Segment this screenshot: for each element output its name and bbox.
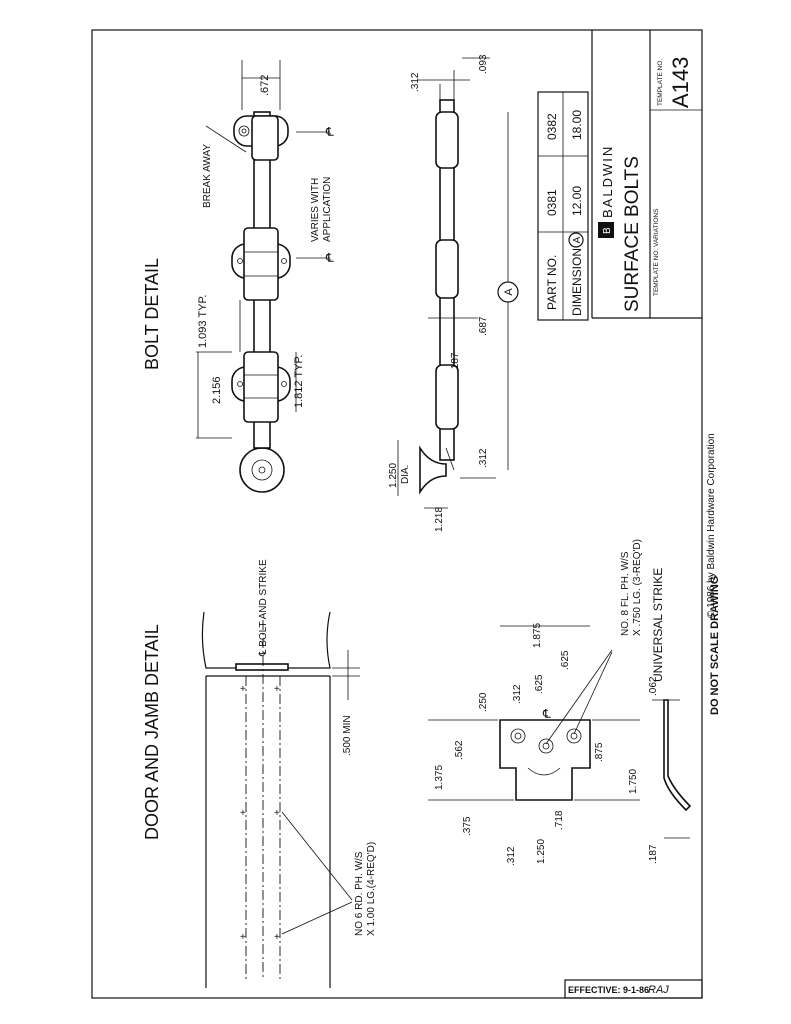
strike-dim-1375: 1.375 <box>434 765 445 790</box>
svg-text:℄: ℄ <box>325 125 334 139</box>
strike-screw-note-1: NO. 8 FL. PH. W/S <box>620 551 631 636</box>
do-not-scale-note: DO NOT SCALE DRAWING <box>709 576 721 715</box>
svg-text:+: + <box>274 684 280 695</box>
bolt-knob <box>239 447 285 493</box>
svg-text:℄: ℄ <box>325 251 334 265</box>
part-no-header: PART NO. <box>545 255 559 310</box>
strike-dim-187: .187 <box>648 844 659 864</box>
copyright-notice: © 1986 by Baldwin Hardware Corporation <box>706 433 717 618</box>
dim-1093: 1.093 TYP. <box>197 295 209 348</box>
dim-dia: DIA. <box>400 465 411 484</box>
dim-687: .687 <box>478 316 489 336</box>
door-jamb-detail: DOOR AND JAMB DETAIL ℄ BOLT AND STRIKE +… <box>142 559 377 988</box>
baldwin-logo <box>598 222 614 238</box>
dimension-header: DIMENSION <box>570 248 584 316</box>
dim-a-callout <box>497 281 519 303</box>
strike-dim-625b: .625 <box>560 650 571 670</box>
brand-name: BALDWIN <box>600 145 615 218</box>
dim-1812: 1.812 TYP. <box>293 355 305 408</box>
strike-dim-1875: 1.875 <box>532 623 543 648</box>
dim-1218: 1.218 <box>434 507 445 532</box>
strike-dim-062: .062 <box>648 676 659 696</box>
strike-dim-1750: 1.750 <box>628 769 639 794</box>
dim-2156: 2.156 <box>211 376 223 404</box>
strike-plate <box>499 719 591 801</box>
strike-dim-312a: .312 <box>512 684 523 704</box>
strike-dim-1250: 1.250 <box>536 839 547 864</box>
svg-text:+: + <box>240 808 246 819</box>
varies-note-1: VARIES WITH <box>310 178 321 242</box>
strike-screw-1 <box>510 728 526 744</box>
strike-dim-375: .375 <box>462 816 473 836</box>
svg-text:+: + <box>240 684 246 695</box>
dimension-a-marker <box>568 232 584 248</box>
part-no-0381: 0381 <box>545 189 559 216</box>
part-no-0382: 0382 <box>545 113 559 140</box>
universal-strike: UNIVERSAL STRIKE NO. 8 FL. PH. W/S X .75… <box>428 539 692 866</box>
strike-dim-875: .875 <box>594 742 605 762</box>
strike-dim-718: .718 <box>554 810 565 830</box>
door-screw-note-1: NO 6 RD. PH. W/S <box>354 851 365 936</box>
baldwin-logo-letter: B <box>602 227 613 234</box>
dim-1250-dia: 1.250 <box>388 463 399 488</box>
product-name: SURFACE BOLTS <box>622 156 643 312</box>
effective-date: EFFECTIVE: 9-1-86 <box>568 985 649 995</box>
effective-box <box>564 979 703 999</box>
strike-dim-312b: .312 <box>506 846 517 866</box>
bolt-detail-top: BOLT DETAIL 2.156 1.093 TYP. 1.812 TYP. <box>142 60 334 493</box>
effective-initials: RAJ <box>648 984 669 996</box>
strike-screw-3 <box>566 728 582 744</box>
dim-a-label: A <box>503 288 515 296</box>
strike-dim-250: .250 <box>478 692 489 712</box>
door-outline <box>205 675 331 988</box>
strike-title: UNIVERSAL STRIKE <box>651 568 665 682</box>
svg-text:℄: ℄ <box>542 707 551 721</box>
variations-label: TEMPLATE NO. VARIATIONS <box>653 208 660 296</box>
bolt-detail-title: BOLT DETAIL <box>142 258 162 370</box>
template-number: A143 <box>668 57 693 108</box>
strike-plate-profile <box>235 663 289 671</box>
sheet-border <box>91 29 703 999</box>
dim-093: .093 <box>478 54 489 74</box>
template-label: TEMPLATE NO. <box>657 59 664 106</box>
dim-672: .672 <box>259 75 271 96</box>
title-block: PART NO. DIMENSION A 0381 0382 12.00 18.… <box>537 57 693 321</box>
strike-screw-note-2: X .750 LG. (3-REQ'D) <box>632 539 643 636</box>
break-away-note: BREAK AWAY <box>202 144 213 208</box>
strike-dim-562: .562 <box>454 740 465 760</box>
svg-text:+: + <box>274 808 280 819</box>
bolt-detail-side: A .312 .093 .687 .187 .312 1.250 DIA. 1.… <box>388 54 519 532</box>
svg-text:+: + <box>274 932 280 943</box>
centerline-label: ℄ BOLT AND STRIKE <box>258 559 269 657</box>
dim-side-312b: .312 <box>478 448 489 468</box>
door-jamb-title: DOOR AND JAMB DETAIL <box>142 624 162 840</box>
dim-side-187: .187 <box>450 352 461 372</box>
strike-dim-625a: .625 <box>534 674 545 694</box>
dimension-a-label: A <box>572 236 583 243</box>
dimension-12: 12.00 <box>570 186 584 216</box>
svg-text:+: + <box>240 932 246 943</box>
varies-note-2: APPLICATION <box>322 177 333 242</box>
min-dim: .500 MIN <box>342 715 353 756</box>
dim-side-312a: .312 <box>410 72 421 92</box>
strike-side-profile <box>663 699 692 812</box>
strike-screw-2 <box>538 738 554 754</box>
door-screw-note-2: X 1.00 LG.(4-REQ'D) <box>366 842 377 936</box>
dimension-18: 18.00 <box>570 110 584 140</box>
